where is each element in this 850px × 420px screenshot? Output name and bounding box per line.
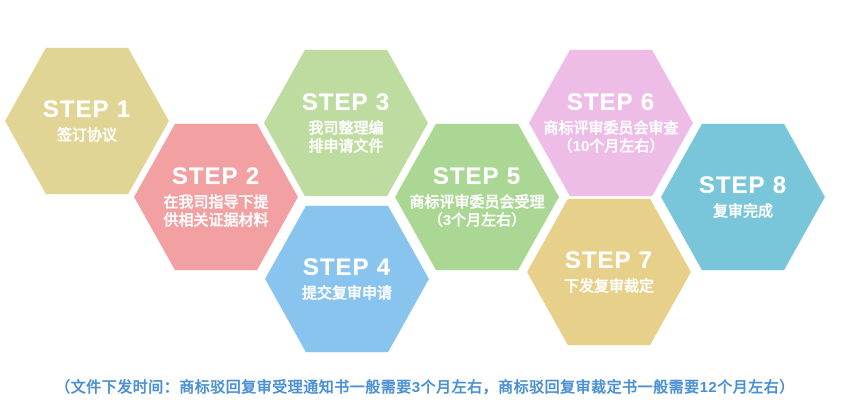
step-description-line: 商标评审委员会审查 [543, 119, 679, 137]
step-content: STEP 8 复审完成 [658, 121, 828, 273]
step-description-line: （10个月左右） [557, 138, 665, 156]
step-description: 复审完成 [713, 203, 773, 221]
step-hexagon-3: STEP 3 我司整理编排申请文件 [261, 47, 431, 199]
step-hexagon-7: STEP 7 下发复审裁定 [524, 196, 694, 348]
step-description-line: 复审完成 [712, 202, 773, 220]
step-label: STEP 6 [566, 88, 656, 116]
step-description-line: 商标评审委员会受理 [409, 193, 545, 211]
step-label: STEP 1 [42, 95, 132, 123]
step-label: STEP 3 [301, 88, 391, 116]
step-description-line: 排申请文件 [308, 138, 384, 156]
step-content: STEP 4 提交复审申请 [262, 203, 432, 355]
step-description-line: 下发复审裁定 [563, 277, 654, 295]
step-description-line: 供相关证据材料 [163, 212, 269, 230]
step-label: STEP 2 [171, 162, 261, 190]
step-content: STEP 1 签订协议 [2, 45, 172, 197]
step-description: 在我司指导下提供相关证据材料 [163, 194, 268, 231]
step-description: 提交复审申请 [302, 285, 392, 303]
step-hexagon-4: STEP 4 提交复审申请 [262, 203, 432, 355]
step-content: STEP 6 商标评审委员会审查（10个月左右） [526, 47, 696, 199]
step-content: STEP 5 商标评审委员会受理（3个月左右） [392, 121, 562, 273]
step-hexagon-8: STEP 8 复审完成 [658, 121, 828, 273]
step-label: STEP 5 [432, 162, 522, 190]
step-hexagon-5: STEP 5 商标评审委员会受理（3个月左右） [392, 121, 562, 273]
step-description-line: 在我司指导下提 [163, 193, 269, 211]
step-description: 商标评审委员会受理（3个月左右） [409, 194, 544, 231]
step-label: STEP 4 [302, 253, 392, 281]
hexagon-shape [133, 123, 299, 271]
step-hexagon-1: STEP 1 签订协议 [2, 45, 172, 197]
step-label: STEP 7 [564, 246, 654, 274]
step-content: STEP 7 下发复审裁定 [524, 196, 694, 348]
hexagon-shape [263, 49, 429, 197]
step-description: 签订协议 [57, 127, 117, 145]
step-label: STEP 8 [698, 171, 788, 199]
step-description: 下发复审裁定 [564, 278, 654, 296]
step-hexagon-6: STEP 6 商标评审委员会审查（10个月左右） [526, 47, 696, 199]
step-hexagon-2: STEP 2 在我司指导下提供相关证据材料 [131, 121, 301, 273]
step-content: STEP 3 我司整理编排申请文件 [261, 47, 431, 199]
footer-note: （文件下发时间：商标驳回复审受理通知书一般需要3个月左右，商标驳回复审裁定书一般… [55, 379, 795, 396]
step-description: 我司整理编排申请文件 [308, 120, 383, 157]
step-description-line: 提交复审申请 [301, 284, 392, 302]
step-description-line: 我司整理编 [308, 119, 384, 137]
step-description: 商标评审委员会审查（10个月左右） [543, 120, 678, 157]
step-content: STEP 2 在我司指导下提供相关证据材料 [131, 121, 301, 273]
step-description-line: （3个月左右） [427, 212, 527, 230]
step-description-line: 签订协议 [56, 126, 117, 144]
